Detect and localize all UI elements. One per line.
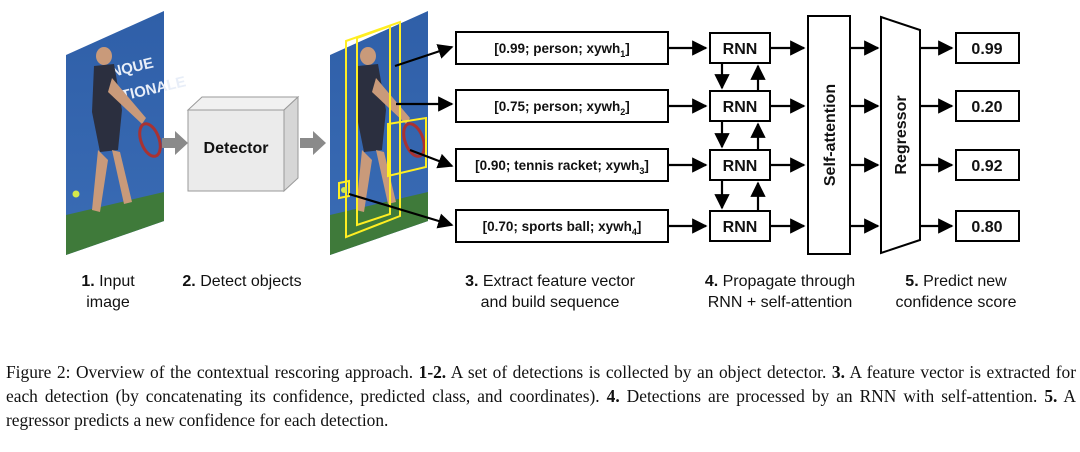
rnn-label-2: RNN — [723, 99, 758, 116]
step-label-2: 2. Detect objects — [182, 273, 301, 290]
feature-close-3: ] — [644, 158, 649, 173]
step-num-5: 5. — [905, 273, 918, 290]
feature-close-4: ] — [637, 219, 642, 234]
bbox-racket — [387, 116, 427, 178]
caption-bold-3: 4. — [606, 386, 620, 406]
feature-box-1: [0.99; person; xywh1] — [455, 31, 669, 65]
feature-sub-4: 4 — [632, 227, 637, 237]
self-attention-label: Self-attention — [822, 84, 839, 186]
rnn-label-1: RNN — [723, 41, 758, 58]
feature-sub-3: 3 — [639, 166, 644, 176]
step-label-4-line2: RNN + self-attention — [708, 294, 853, 311]
player-figure — [72, 47, 162, 212]
gray-arrow-2 — [300, 131, 326, 155]
bbox-person-2 — [356, 24, 391, 227]
feature-text-4: [0.70; sports ball; xywh — [483, 219, 632, 234]
caption-text-4: Detections are processed by an RNN with … — [619, 386, 1045, 406]
regressor-block: Regressor — [880, 15, 921, 255]
score-box-3: 0.92 — [955, 149, 1020, 181]
step-label-3-line2: and build sequence — [481, 294, 620, 311]
step-label-5-line2: confidence score — [896, 294, 1017, 311]
caption-label: Figure 2: — [6, 362, 71, 382]
svg-text:[0.99; person; xywh1]: [0.99; person; xywh1] — [494, 41, 630, 59]
step-num-2: 2. — [182, 273, 195, 290]
score-value-4: 0.80 — [971, 219, 1002, 236]
figure-caption: Figure 2: Overview of the contextual res… — [6, 360, 1076, 432]
step-num-4: 4. — [705, 273, 718, 290]
svg-text:[0.90; tennis racket; xywh3]: [0.90; tennis racket; xywh3] — [475, 158, 649, 176]
caption-text-1: Overview of the contextual rescoring app… — [70, 362, 419, 382]
caption-text-3: A feature vector is extracted for each d… — [6, 362, 1076, 406]
score-box-2: 0.20 — [955, 90, 1020, 122]
step-num-1: 1. — [81, 273, 94, 290]
caption-text-5: A regressor predicts a new confidence fo… — [6, 386, 1076, 430]
score-value-1: 0.99 — [971, 41, 1002, 58]
regressor-to-score-arrows — [920, 40, 954, 234]
rnn-recurrent-arrows — [714, 63, 766, 211]
caption-bold-4: 5. — [1044, 386, 1058, 406]
feature-box-2: [0.75; person; xywh2] — [455, 89, 669, 123]
feature-sub-2: 2 — [620, 107, 625, 117]
step-label-4: 4. Propagate through — [705, 273, 855, 290]
step-label-5: 5. Predict new — [905, 273, 1007, 290]
feature-box-4: [0.70; sports ball; xywh4] — [455, 209, 669, 243]
svg-text:[0.75; person; xywh2]: [0.75; person; xywh2] — [494, 99, 630, 117]
regressor-label: Regressor — [893, 95, 910, 174]
bbox-ball — [338, 179, 350, 200]
step-text-4: Propagate through — [718, 273, 855, 290]
step-label-3: 3. Extract feature vector — [465, 273, 636, 290]
feature-sub-1: 1 — [620, 49, 625, 59]
detector-label: Detector — [204, 140, 269, 157]
step-num-3: 3. — [465, 273, 478, 290]
rnn-box-3: RNN — [709, 149, 771, 181]
input-image: NQUE ATIONALE — [66, 11, 188, 255]
detection-connectors — [348, 44, 454, 229]
rnn-box-1: RNN — [709, 32, 771, 64]
score-box-4: 0.80 — [955, 210, 1020, 242]
step-label-1: 1. Input — [81, 273, 135, 290]
caption-bold-2: 3. — [831, 362, 845, 382]
step-text-3: Extract feature vector — [478, 273, 635, 290]
attention-to-regressor-arrows — [850, 40, 880, 234]
feature-to-rnn-arrows — [668, 40, 708, 234]
step-text-2: Detect objects — [196, 273, 302, 290]
self-attention-block: Self-attention — [807, 15, 851, 255]
detector-box: Detector — [186, 95, 300, 193]
rnn-to-attention-arrows — [770, 40, 806, 234]
step-label-1-line2: image — [86, 294, 130, 311]
score-value-3: 0.92 — [971, 158, 1002, 175]
score-box-1: 0.99 — [955, 32, 1020, 64]
feature-text-2: [0.75; person; xywh — [494, 99, 620, 114]
rnn-box-4: RNN — [709, 210, 771, 242]
rnn-label-3: RNN — [723, 158, 758, 175]
feature-text-1: [0.99; person; xywh — [494, 41, 620, 56]
rnn-box-2: RNN — [709, 90, 771, 122]
detection-image — [330, 11, 428, 255]
caption-text-2: A set of detections is collected by an o… — [446, 362, 832, 382]
caption-bold-1: 1-2. — [418, 362, 447, 382]
feature-text-3: [0.90; tennis racket; xywh — [475, 158, 639, 173]
feature-box-3: [0.90; tennis racket; xywh3] — [455, 148, 669, 182]
rnn-label-4: RNN — [723, 219, 758, 236]
gray-arrow-1 — [162, 131, 188, 155]
score-value-2: 0.20 — [971, 99, 1002, 116]
step-text-1: Input — [95, 273, 136, 290]
feature-close-1: ] — [625, 41, 630, 56]
svg-text:[0.70; sports ball; xywh4]: [0.70; sports ball; xywh4] — [483, 219, 642, 237]
feature-close-2: ] — [625, 99, 630, 114]
step-text-5: Predict new — [919, 273, 1007, 290]
